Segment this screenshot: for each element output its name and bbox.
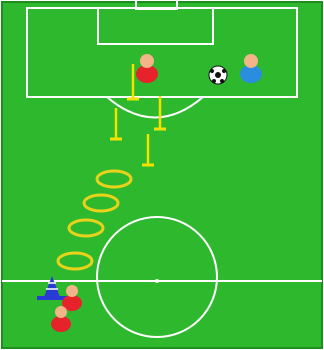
centre-spot xyxy=(155,279,159,283)
football xyxy=(209,66,227,84)
